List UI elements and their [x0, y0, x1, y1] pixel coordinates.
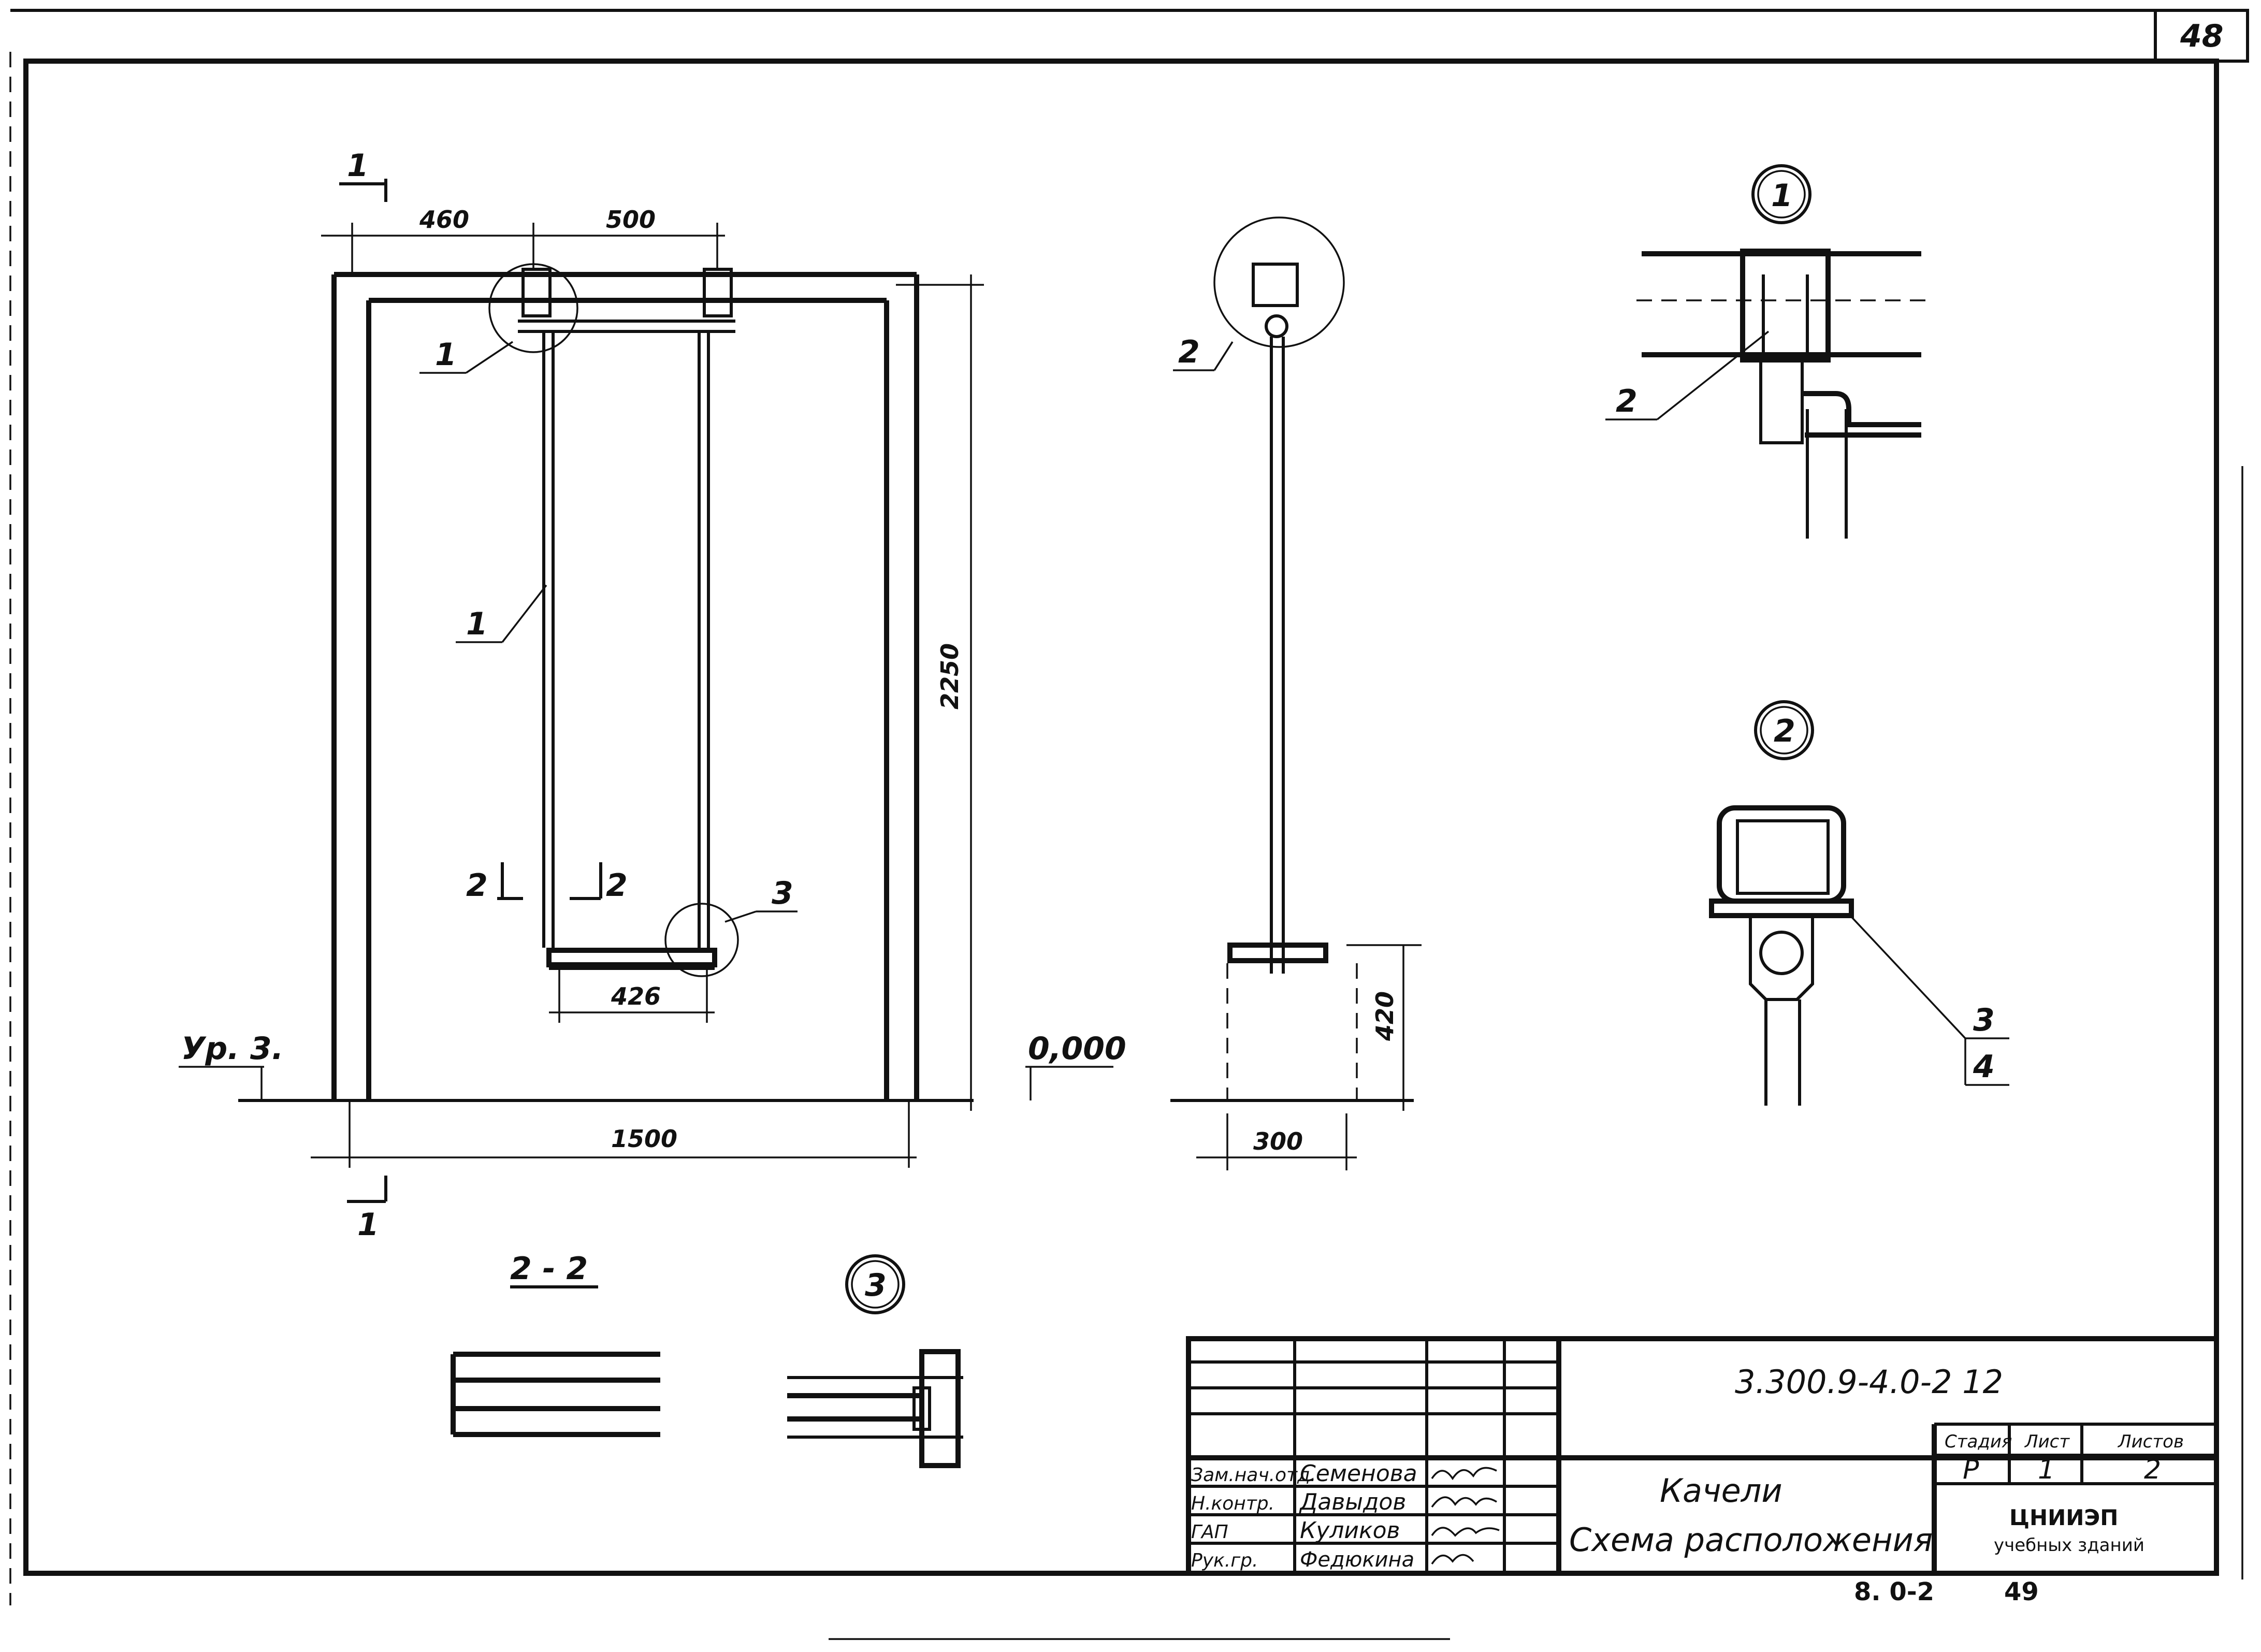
tb-stage-header: Стадия — [1945, 1431, 2012, 1452]
side-hanger — [1252, 263, 1299, 307]
tb-signature-3 — [1431, 1527, 1500, 1537]
tb-sheets-header: Листов — [2117, 1431, 2184, 1452]
detail-2-pin — [1759, 931, 1804, 975]
dim-500: 500 — [606, 206, 656, 234]
dim-2250: 2250 — [936, 643, 964, 709]
detail-1-clamp — [1740, 249, 1831, 363]
detail-2-circle — [1213, 216, 1345, 348]
detail-1-mark: 1 — [1771, 178, 1793, 214]
tb-role-2: Н.контр. — [1191, 1493, 1274, 1514]
detail-3-mark-circle — [845, 1254, 905, 1314]
detail-2-mark: 2 — [1774, 713, 1795, 749]
detail-1-callout-leader — [1656, 330, 1770, 421]
detail-3-clip — [912, 1386, 931, 1431]
tb-org-1: ЦНИИЭП — [2009, 1505, 2118, 1530]
detail-2-callout-3: 3 — [1973, 1002, 1995, 1038]
detail-1-lug — [1759, 358, 1804, 444]
section-2-left: 2 — [466, 867, 488, 904]
callout-3: 3 — [772, 875, 793, 911]
page-number-box — [2154, 9, 2249, 63]
side-view: 2 420 300 — [1170, 216, 1422, 1170]
section-mark-top-label: 1 — [347, 148, 369, 184]
detail-1-rod-bend — [1802, 391, 1921, 427]
detail-2-lug — [1749, 915, 1814, 1001]
tb-sheets: 2 — [2144, 1454, 2161, 1485]
tb-org-2: учебных зданий — [1994, 1535, 2144, 1556]
drawing-frame — [23, 59, 2219, 1576]
detail-2-mark-inner — [1760, 706, 1808, 755]
detail-1-circle — [488, 263, 578, 353]
detail-3-mark: 3 — [865, 1267, 887, 1303]
side-seat — [1227, 943, 1328, 963]
tb-title-2: Схема расположения — [1569, 1521, 1933, 1559]
side-hanger-pin — [1265, 314, 1288, 338]
callout-1-rod-leader — [501, 584, 547, 643]
tb-role-1: Зам.нач.отд. — [1191, 1465, 1316, 1486]
callout-1-top-leader — [466, 341, 513, 374]
detail-2-mark-circle — [1754, 700, 1814, 760]
front-view: 460 500 1 1 1 1 2 2 3 426 — [179, 148, 1126, 1243]
title-block: Зам.нач.отд. Семенова Н.контр. Давыдов Г… — [1186, 1336, 2219, 1576]
tb-name-1: Семенова — [1300, 1460, 1417, 1487]
side-callout-leader — [1213, 341, 1234, 371]
tb-signature-4 — [1431, 1554, 1474, 1564]
tb-title-1: Качели — [1660, 1472, 1782, 1510]
callout-3-leader — [724, 910, 757, 923]
detail-1-mark-inner — [1757, 170, 1806, 219]
side-callout-2: 2 — [1178, 334, 1200, 370]
callout-1-top: 1 — [435, 337, 457, 373]
callout-1-rod: 1 — [466, 606, 488, 642]
hanger-left — [521, 268, 552, 317]
tb-role-3: ГАП — [1191, 1521, 1228, 1543]
tb-signature-2 — [1431, 1496, 1497, 1508]
level-left: Ур. 3. — [181, 1031, 283, 1067]
tb-name-4: Федюкина — [1300, 1548, 1414, 1572]
page-number: 48 — [2180, 18, 2224, 54]
tb-role-4: Рук.гр. — [1191, 1550, 1258, 1571]
detail-3: 3 — [787, 1254, 963, 1468]
tb-sheet-header: Лист — [2024, 1431, 2070, 1452]
section-2-2-mark: 2 - 2 — [510, 1251, 588, 1287]
tb-sheet: 1 — [2038, 1454, 2055, 1485]
detail-2-clamp-inner — [1736, 819, 1830, 895]
bottom-note-right: 49 — [2004, 1577, 2039, 1606]
swing-seat — [546, 948, 717, 967]
dim-300: 300 — [1253, 1127, 1303, 1155]
dim-426: 426 — [611, 982, 661, 1010]
level-right: 0,000 — [1028, 1031, 1126, 1067]
dim-1500: 1500 — [611, 1125, 677, 1153]
tb-signature-1 — [1431, 1467, 1497, 1481]
section-mark-bottom-label: 1 — [357, 1207, 379, 1243]
dim-420: 420 — [1371, 991, 1399, 1041]
detail-2-callout-4: 4 — [1973, 1049, 1995, 1085]
detail-2-callout-leader — [1848, 913, 1966, 1039]
tb-name-3: Куликов — [1300, 1517, 1400, 1544]
detail-2-plate — [1709, 899, 1854, 918]
detail-2: 2 3 4 — [1709, 700, 2009, 1106]
tb-stage: Р — [1963, 1454, 1979, 1485]
detail-3-circle — [664, 903, 739, 977]
section-2-right: 2 — [606, 867, 628, 904]
bottom-note-left: 8. 0-2 — [1854, 1577, 1934, 1606]
section-2-2: 2 - 2 — [451, 1251, 660, 1437]
detail-1-callout: 2 — [1616, 383, 1637, 419]
tb-code: 3.300.9-4.0-2 12 — [1735, 1363, 2003, 1401]
detail-1-mark-circle — [1751, 164, 1811, 224]
detail-1: 1 2 — [1605, 164, 1926, 539]
tb-name-2: Давыдов — [1299, 1489, 1406, 1515]
detail-3-mark-inner — [851, 1260, 900, 1309]
detail-3-post — [919, 1349, 961, 1468]
dim-460: 460 — [419, 206, 469, 234]
